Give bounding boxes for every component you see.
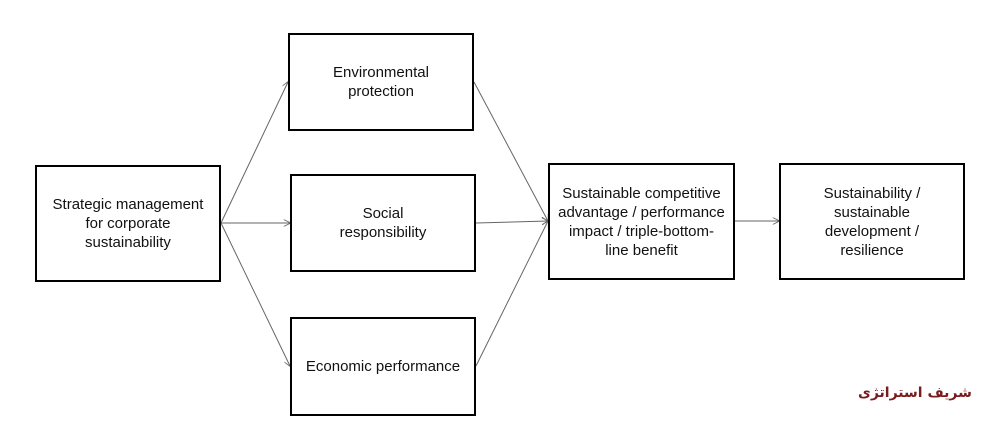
arrow-environmental-to-advantage <box>473 81 548 221</box>
node-sustainability: Sustainability / sustainable development… <box>779 163 965 280</box>
node-environmental-protection-label: Environmental protection <box>333 64 429 100</box>
arrow-social-to-advantage <box>475 221 548 223</box>
node-strategic-management: Strategic management for corporate susta… <box>35 165 221 282</box>
arrow-strategic-to-economic <box>220 222 290 366</box>
node-economic-performance-label: Economic performance <box>305 358 461 375</box>
node-sustainability-label: Sustainability / sustainable development… <box>823 184 921 259</box>
node-competitive-advantage-label: Sustainable competitive advantage / perf… <box>558 184 725 259</box>
node-economic-performance: Economic performance <box>290 317 476 416</box>
arrow-strategic-to-environmental <box>220 82 288 224</box>
node-competitive-advantage: Sustainable competitive advantage / perf… <box>548 163 735 280</box>
node-environmental-protection: Environmental protection <box>288 33 474 131</box>
node-social-responsibility-label: Social responsibility <box>339 205 427 241</box>
node-social-responsibility: Social responsibility <box>290 174 476 272</box>
arrow-economic-to-advantage <box>475 221 548 367</box>
node-strategic-management-label: Strategic management for corporate susta… <box>52 196 204 251</box>
watermark-text: شریف استراتژی <box>858 385 972 401</box>
